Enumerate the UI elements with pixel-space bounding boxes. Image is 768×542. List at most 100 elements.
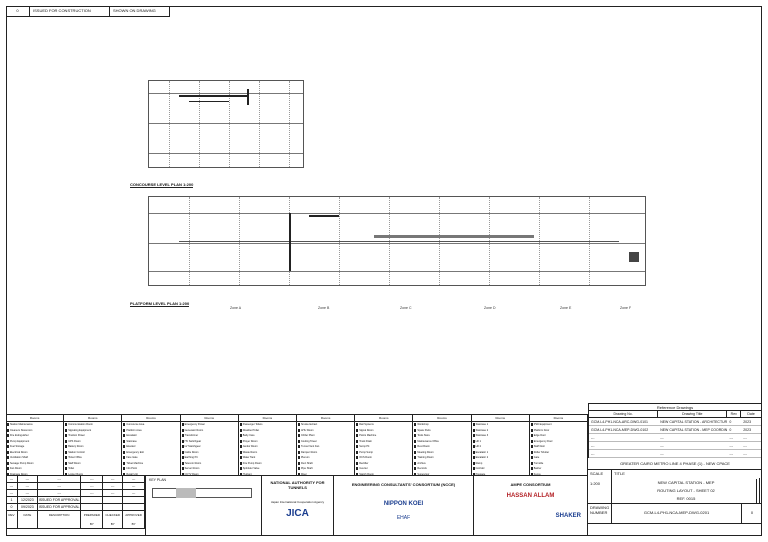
title-line: ROUTING LAYOUT - SHEET 02	[616, 487, 757, 495]
legend-item: Duct Shaft	[297, 461, 354, 467]
legend-item: Pump Sump	[355, 450, 412, 456]
legend-item: Staff Door	[530, 444, 587, 450]
legend-item: Toilet	[64, 466, 121, 472]
legend-column-title: Rooms	[471, 415, 529, 422]
legend-item: UPS Room	[64, 439, 121, 445]
legend-item: Plenum	[297, 455, 354, 461]
legend-item: Staircase 2	[472, 428, 529, 434]
ref-col-no: Drawing No.	[589, 411, 659, 417]
legend-item: Passenger Toilets	[239, 422, 296, 428]
revision-cell-rev: ---	[6, 476, 18, 482]
reference-cell-no: ---	[591, 444, 595, 448]
legend-item: Fence	[530, 472, 587, 475]
ampe-name: AMPE CONSORTIUM	[510, 482, 551, 487]
platform-plan	[148, 196, 646, 286]
reference-title: Reference Drawings	[589, 404, 761, 411]
reference-drawings: Reference Drawings Drawing No. Drawing T…	[588, 403, 762, 458]
revision-cell-desc: ---	[38, 483, 82, 489]
legend-item: Generator Room	[181, 428, 238, 434]
legend-item: Track Drain	[355, 439, 412, 445]
reference-cell-no: GCM-L4-PH1-NCA-ARC-DWG-0101	[591, 420, 648, 424]
legend-item: Info Point	[122, 466, 179, 472]
legend-column-title: Rooms	[355, 415, 413, 422]
legend-item: LV Switchgear	[181, 444, 238, 450]
zone-label: Zone B	[318, 306, 330, 310]
project-name: GREATER CAIRO METRO LINE 4 PHASE (1) - N…	[620, 461, 730, 466]
legend-item: Riser	[297, 472, 354, 475]
legend-column-title: Rooms	[297, 415, 355, 422]
reference-cell-title: ---	[660, 452, 664, 456]
legend-item: Lift 2	[472, 444, 529, 450]
platform-scale: 1:200	[178, 301, 190, 306]
reference-cell-date: ---	[743, 444, 747, 448]
zone-label: Zone D	[484, 306, 496, 310]
revision-row: ------------------	[6, 483, 145, 490]
ecc-name: ENGINEERING CONSULTANTS' CONSORTIUM (NCC…	[351, 482, 456, 487]
reference-cell-rev: ---	[729, 452, 733, 456]
legend-item: Station Maintenance	[6, 422, 63, 428]
drawing-number: GCM-L4-PH1-NCA-MEP-DWG-0201	[612, 504, 742, 523]
legend-item: Staircase	[122, 439, 179, 445]
reference-cell-title: NEW CAPITAL STATION - ARCHITECTURAL LAYO…	[660, 420, 728, 424]
legend-item: Supervisor	[413, 472, 470, 475]
platform-plan-title: PLATFORM LEVEL PLAN 1:200	[130, 301, 190, 307]
legend-item: Fire Pump Room	[239, 461, 296, 467]
zone-label: Zone C	[400, 306, 412, 310]
revision-row: ------------------	[6, 490, 145, 497]
legend-item: Turnstile	[530, 461, 587, 467]
revision-cell-prep: ---	[81, 483, 104, 489]
legend-item: Passage	[472, 472, 529, 475]
revision-cell-chk: ---	[103, 483, 124, 489]
legend-item: Platform Area	[122, 428, 179, 434]
legend-item: Escalator	[122, 433, 179, 439]
legend-item: Cable Room	[181, 450, 238, 456]
legend-item: Corridor	[472, 466, 529, 472]
ref-col-date: Date	[747, 412, 755, 416]
legend-item: Rectifier	[355, 461, 412, 467]
rev-number: 0	[6, 6, 30, 16]
legend-item: Chiller Plant	[297, 433, 354, 439]
legend-item: Retail Unit	[122, 472, 179, 475]
legend-item: HV Switchgear	[181, 439, 238, 445]
contractor-logos: AMPE CONSORTIUM HASSAN ALLAM SHAKER	[474, 476, 588, 536]
legend-item: Rest Room	[413, 444, 470, 450]
revision-cell-desc: ISSUED FOR APPROVAL	[38, 504, 82, 510]
drawing-label: DRAWING NUMBER	[588, 504, 612, 523]
legend-item: Prayer Room	[239, 439, 296, 445]
zone-label: Zone E	[560, 306, 572, 310]
revision-table: ----------------------------------------…	[6, 476, 146, 536]
jica-text: Japan International Cooperation Agency	[270, 500, 325, 504]
revision-header-desc: DESCRIPTION	[38, 511, 82, 528]
legend-item: Telecom Room	[181, 461, 238, 467]
legend-item: Transformer	[181, 433, 238, 439]
reference-cell-no: ---	[591, 452, 595, 456]
legend-item: Staircase 1	[472, 422, 529, 428]
revision-header-app: APPROVED BY	[123, 511, 145, 528]
legend-item: Concourse Area	[122, 422, 179, 428]
legend-item: Cleaners Storeroom	[6, 428, 63, 434]
revision-header-rev: REV	[6, 511, 18, 528]
legend-item: Training Room	[413, 455, 470, 461]
reference-row: ------------	[589, 434, 761, 442]
reference-cell-title: ---	[660, 444, 664, 448]
reference-cell-no: ---	[591, 436, 595, 440]
reference-cell-rev: 0	[729, 428, 732, 432]
scale-label: SCALE	[590, 471, 604, 476]
ref-col-rev: Rev	[727, 411, 742, 417]
revision-cell-app: ---	[123, 490, 145, 496]
legend-item: Barrier	[530, 466, 587, 472]
legend-item: Tunnel Vent Fan	[297, 444, 354, 450]
reference-cell-title: NEW CAPITAL STATION - MEP COORDINATION	[660, 428, 728, 432]
nippon-logo: NIPPON KOEI	[383, 501, 424, 507]
zone-label: Zone A	[230, 306, 242, 310]
legend-item: Locker Room	[64, 472, 121, 475]
legend-item: Cooling Tower	[297, 439, 354, 445]
concourse-scale: 1:200	[183, 182, 194, 187]
